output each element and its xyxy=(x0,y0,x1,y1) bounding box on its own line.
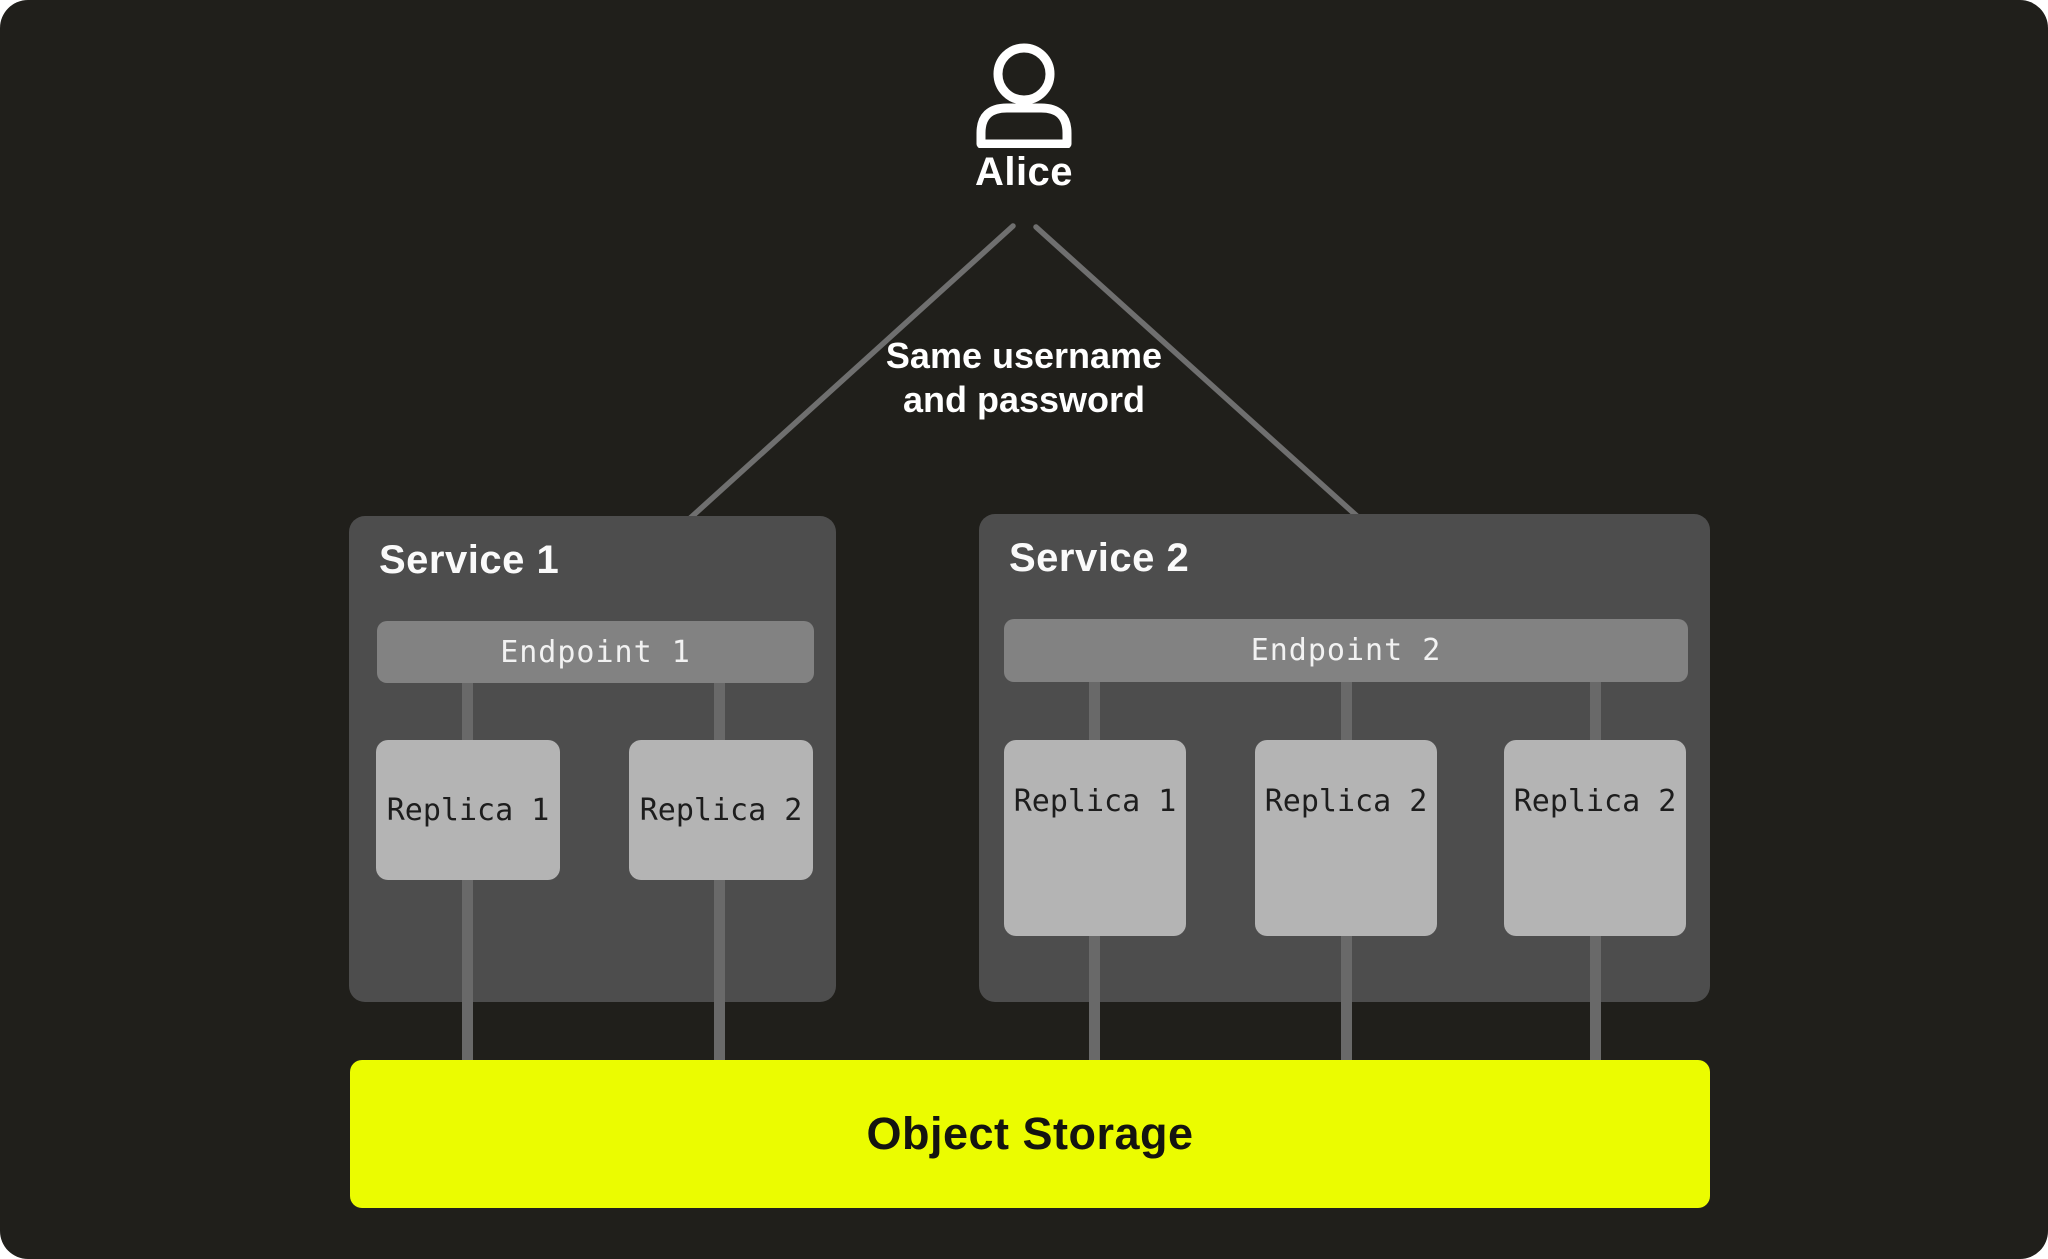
service-2-replica-3: Replica 2 xyxy=(1504,740,1686,936)
user-name-label: Alice xyxy=(974,150,1074,194)
connection-label-line2: and password xyxy=(902,379,1146,420)
service-1-replica-1: Replica 1 xyxy=(376,740,560,880)
person-icon xyxy=(976,43,1072,148)
service-2-title: Service 2 xyxy=(1009,536,1190,580)
connection-label-line1: Same username xyxy=(885,335,1163,376)
service-1-endpoint: Endpoint 1 xyxy=(377,621,814,683)
service-2-endpoint: Endpoint 2 xyxy=(1004,619,1688,682)
service-1-replica-2: Replica 2 xyxy=(629,740,813,880)
service-1-title: Service 1 xyxy=(379,538,560,582)
service-2-replica-1: Replica 1 xyxy=(1004,740,1186,936)
connection-label: Same username and password xyxy=(774,334,1274,422)
object-storage-bar: Object Storage xyxy=(350,1060,1710,1208)
service-2-replica-2: Replica 2 xyxy=(1255,740,1437,936)
